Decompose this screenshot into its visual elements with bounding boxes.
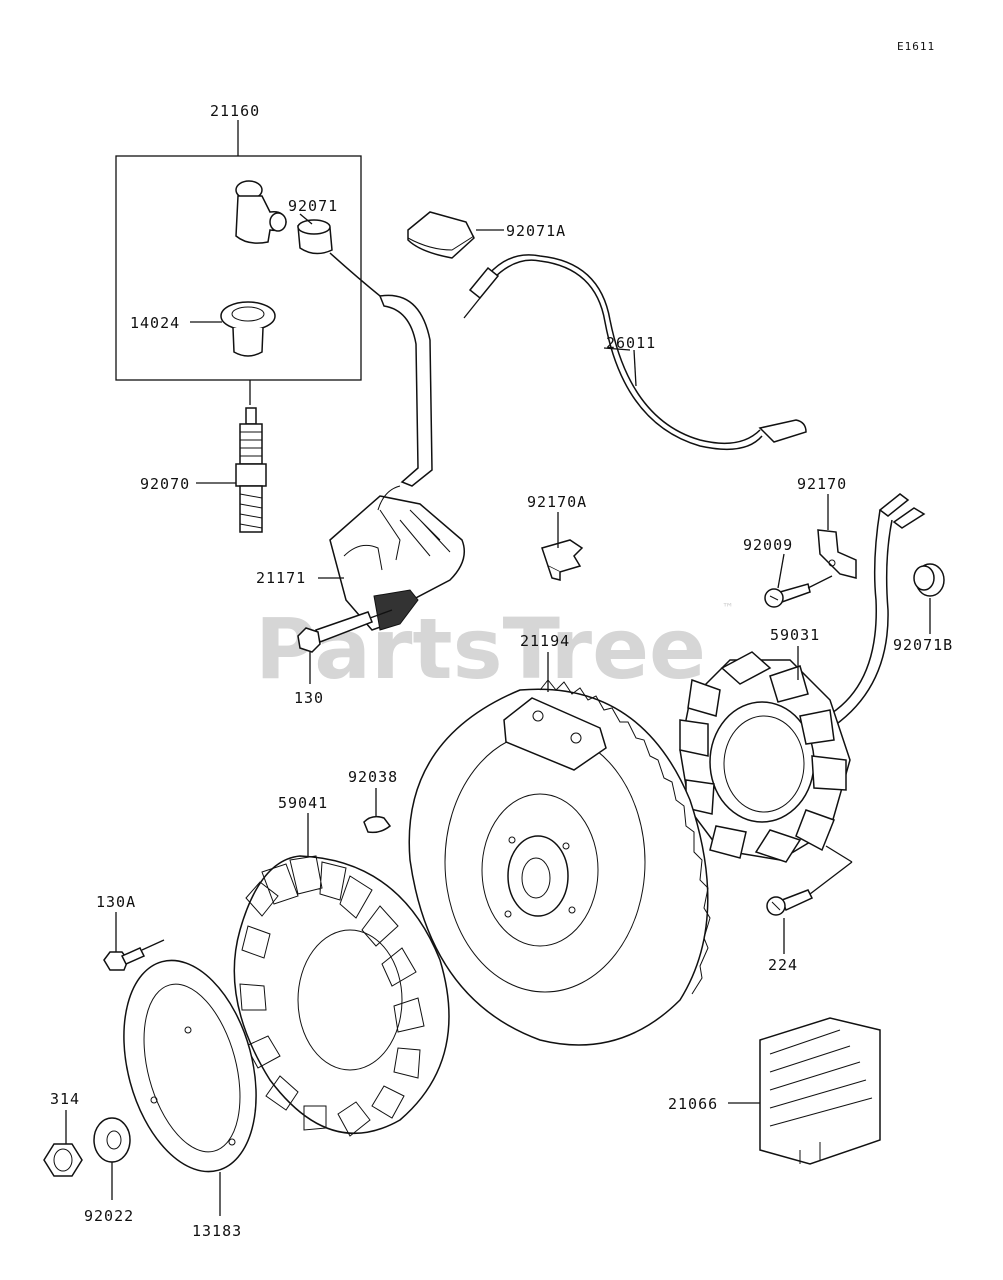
cap-92071-icon[interactable]: [297, 219, 333, 255]
part-label-224[interactable]: 224: [768, 956, 798, 974]
screw-224-icon[interactable]: [766, 845, 853, 916]
bolt-130-icon[interactable]: [297, 609, 393, 653]
grommet-92071B-icon[interactable]: [913, 563, 945, 597]
bolt-130A-icon[interactable]: [103, 939, 165, 971]
part-label-92071B[interactable]: 92071B: [893, 636, 953, 654]
part-label-59041[interactable]: 59041: [278, 794, 328, 812]
part-label-92038[interactable]: 92038: [348, 768, 398, 786]
diagram-code: E1611: [897, 40, 935, 53]
part-label-13183[interactable]: 13183: [192, 1222, 242, 1240]
ignition-coil-icon[interactable]: [329, 485, 465, 631]
spark-plug-icon[interactable]: [235, 407, 267, 533]
watermark-trademark: ™: [722, 601, 734, 615]
part-label-130[interactable]: 130: [294, 689, 324, 707]
part-label-21160[interactable]: 21160: [210, 102, 260, 120]
regulator-21066-icon[interactable]: [759, 1017, 881, 1165]
watermark: PartsTree: [255, 600, 706, 698]
group-box-21160: [115, 120, 362, 405]
part-labels: 21160 92071 92071A 14024 26011 92070 921…: [50, 102, 953, 1240]
clip-92170A-icon[interactable]: [541, 539, 584, 581]
stator-icon[interactable]: [679, 651, 851, 863]
high-tension-lead: [329, 252, 433, 487]
plate-13183-icon[interactable]: [102, 946, 278, 1187]
cap-92071A-icon[interactable]: [407, 211, 475, 259]
part-label-26011[interactable]: 26011: [606, 334, 656, 352]
part-label-92070[interactable]: 92070: [140, 475, 190, 493]
wire-26011[interactable]: [463, 254, 807, 451]
nut-314-icon[interactable]: [43, 1143, 83, 1177]
cooling-fan-icon[interactable]: [233, 855, 450, 1137]
part-label-92022[interactable]: 92022: [84, 1207, 134, 1225]
part-label-92071[interactable]: 92071: [288, 197, 338, 215]
key-92038-icon[interactable]: [363, 815, 392, 834]
part-label-92170[interactable]: 92170: [797, 475, 847, 493]
flywheel-icon[interactable]: [408, 679, 711, 1046]
washer-92022-icon[interactable]: [93, 1117, 131, 1163]
plug-boot-icon[interactable]: [220, 301, 276, 357]
screw-92009-icon[interactable]: [764, 575, 833, 608]
part-label-92009[interactable]: 92009: [743, 536, 793, 554]
part-label-92071A[interactable]: 92071A: [506, 222, 566, 240]
part-label-130A[interactable]: 130A: [96, 893, 136, 911]
part-label-314[interactable]: 314: [50, 1090, 80, 1108]
part-label-59031[interactable]: 59031: [770, 626, 820, 644]
bracket-92170-icon[interactable]: [817, 529, 857, 579]
leader-lines: [65, 213, 931, 1216]
part-label-21066[interactable]: 21066: [668, 1095, 718, 1113]
part-label-92170A[interactable]: 92170A: [527, 493, 587, 511]
stator-wires: [819, 493, 926, 731]
part-label-21194[interactable]: 21194: [520, 632, 570, 650]
part-label-14024[interactable]: 14024: [130, 314, 180, 332]
plug-cap-icon[interactable]: [235, 180, 287, 244]
part-label-21171[interactable]: 21171: [256, 569, 306, 587]
